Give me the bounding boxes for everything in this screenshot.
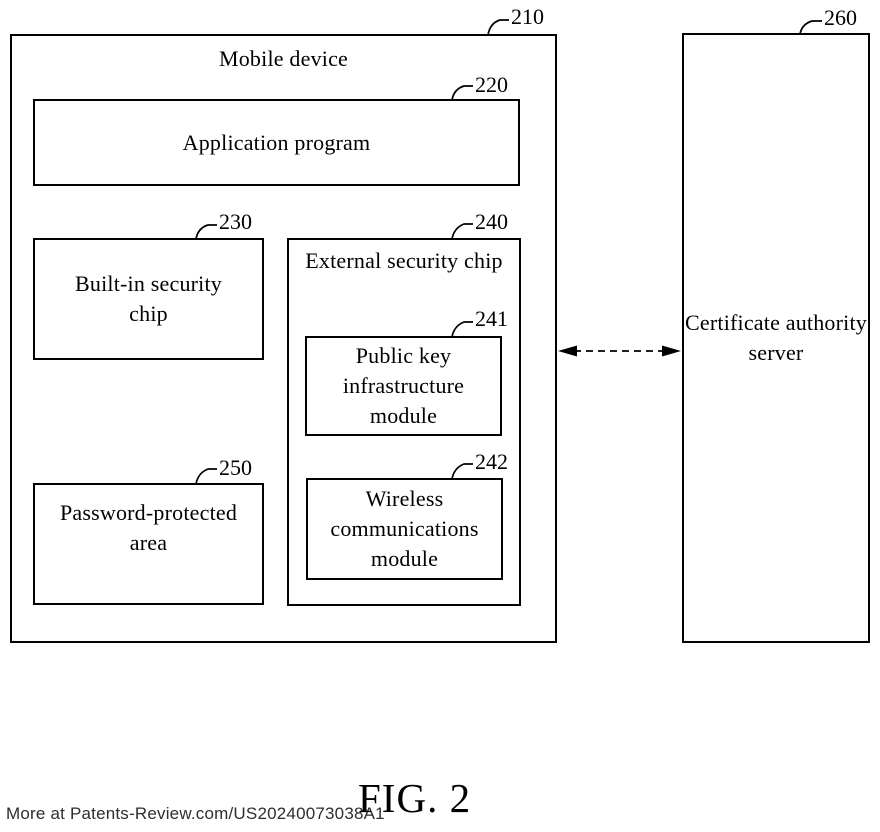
pki-module-label: Public key infrastructure module xyxy=(342,343,465,428)
mobile-device-box: Mobile device xyxy=(10,34,557,643)
ref-250: 250 xyxy=(219,455,252,480)
connection-arrow-left-head xyxy=(558,345,577,357)
application-program-box: Application program xyxy=(33,99,520,186)
wireless-module-box: Wireless communications module xyxy=(306,478,503,580)
password-protected-area-box: Password-protected area xyxy=(33,483,264,605)
connection-arrow-right-head xyxy=(662,345,681,357)
footer-watermark: More at Patents-Review.com/US20240073038… xyxy=(6,804,385,823)
ref-220: 220 xyxy=(475,72,508,97)
password-protected-area-label: Password-protected area xyxy=(59,500,238,555)
ref-210: 210 xyxy=(511,4,544,29)
pki-module-box: Public key infrastructure module xyxy=(305,336,502,436)
application-program-label: Application program xyxy=(182,129,371,155)
figure-caption: FIG. 2 xyxy=(358,775,472,821)
builtin-security-chip-label: Built-in security chip xyxy=(75,271,222,326)
mobile-device-label: Mobile device xyxy=(218,46,349,71)
ref-241: 241 xyxy=(475,306,508,331)
leader-line-210 xyxy=(487,19,509,36)
ref-240: 240 xyxy=(475,209,508,234)
certificate-authority-server-box: Certificate authority server xyxy=(682,33,870,643)
ref-260: 260 xyxy=(824,5,857,30)
certificate-authority-server-label: Certificate authority server xyxy=(685,310,867,365)
builtin-security-chip-box: Built-in security chip xyxy=(33,238,264,360)
wireless-module-label: Wireless communications module xyxy=(330,486,479,571)
external-security-chip-box: External security chip xyxy=(287,238,521,606)
ref-242: 242 xyxy=(475,449,508,474)
external-security-chip-label: External security chip xyxy=(305,248,503,273)
ref-230: 230 xyxy=(219,209,252,234)
